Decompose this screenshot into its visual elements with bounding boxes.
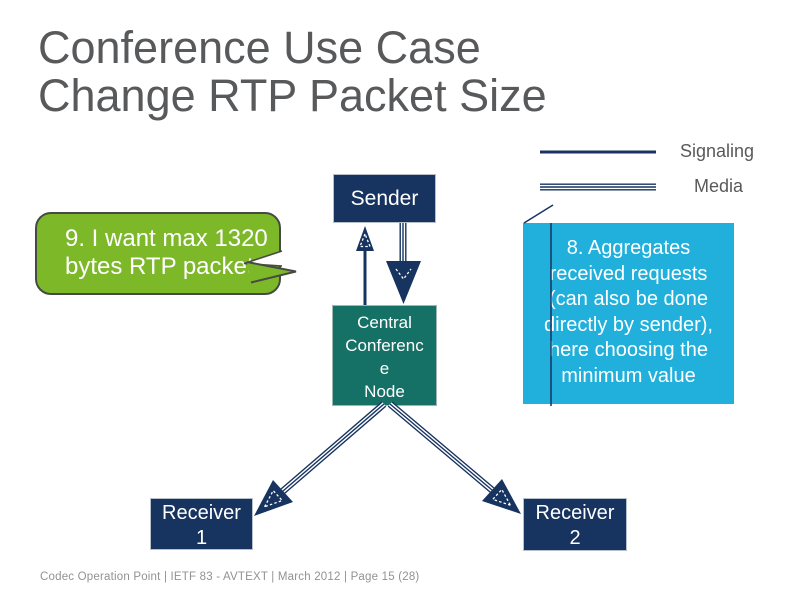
sender-label: Sender xyxy=(350,187,419,210)
central-label-line: e xyxy=(379,359,390,378)
receiver1-node: Receiver 1 xyxy=(150,498,253,550)
aggregate-callout-line: received requests xyxy=(549,262,708,285)
aggregate-callout-line: (can also be done xyxy=(548,288,708,310)
aggregate-callout-line: directly by sender), xyxy=(544,313,713,336)
receiver1-label-line: Receiver xyxy=(162,502,241,524)
legend-media-label: Media xyxy=(694,176,744,196)
central-label-line: Node xyxy=(364,382,405,401)
central-label-line: Conferenc xyxy=(345,336,424,355)
central-label-line: Central xyxy=(357,313,412,332)
media-arrow-down xyxy=(386,223,421,304)
aggregate-callout-line: here choosing the xyxy=(548,339,708,361)
central-conference-node: Central Conferenc e Node xyxy=(332,305,437,406)
media-arrow-receiver2 xyxy=(387,401,521,514)
aggregate-callout-line: minimum value xyxy=(561,364,696,387)
slide-footer: Codec Operation Point | IETF 83 - AVTEXT… xyxy=(40,571,420,583)
request-callout-line: bytes RTP packets xyxy=(65,253,266,280)
signaling-arrow-up xyxy=(356,226,374,305)
receiver2-label-line: Receiver xyxy=(535,502,615,524)
receiver2-label-line: 2 xyxy=(569,527,581,549)
media-arrow-receiver1 xyxy=(254,401,387,516)
request-callout-line: 9. I want max 1320 xyxy=(65,225,268,252)
aggregate-callout-line: 8. Aggregates xyxy=(566,237,691,259)
title-line-1: Conference Use Case xyxy=(38,22,481,73)
request-callout-bubble: 9. I want max 1320 bytes RTP packets xyxy=(35,212,281,295)
aggregate-callout-box: 8. Aggregates received requests (can als… xyxy=(523,223,734,404)
receiver1-label-line: 1 xyxy=(195,527,208,549)
sender-node: Sender xyxy=(333,174,436,223)
title-line-2: Change RTP Packet Size xyxy=(38,70,547,121)
legend-signaling-label: Signaling xyxy=(680,141,755,161)
slide-title: Conference Use Case Change RTP Packet Si… xyxy=(38,24,547,120)
receiver2-node: Receiver 2 xyxy=(523,498,627,551)
